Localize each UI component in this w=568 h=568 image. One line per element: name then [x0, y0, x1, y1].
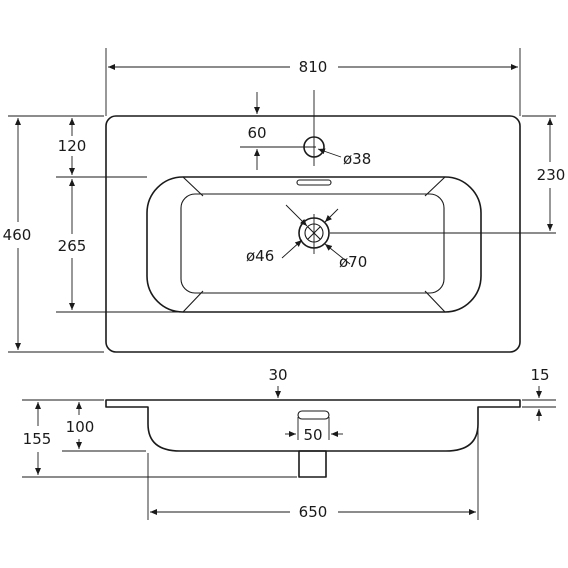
- bowl-corner-line: [182, 176, 204, 197]
- bowl-corner-line: [424, 290, 446, 313]
- dim-label-bowl-depth: 265: [58, 237, 87, 255]
- top-view: 810 460 120 265 60 ø38 230 ø46: [3, 48, 566, 353]
- overflow-slot: [296, 179, 332, 186]
- leader-drain-inner: [285, 204, 308, 227]
- bowl-inner-outline: [180, 193, 445, 294]
- side-view: 30 15 155 100 50 650: [22, 366, 556, 521]
- leader-mixer-hole: [317, 148, 342, 158]
- dim-label-drain-inner: ø46: [246, 247, 274, 265]
- dim-label-overflow-width: 50: [303, 426, 322, 444]
- dim-label-drain-axis: 230: [537, 166, 566, 184]
- dim-label-drain-outer: ø70: [339, 253, 367, 271]
- dim-label-mixer-offset: 60: [247, 124, 266, 142]
- dim-label-overall-width: 810: [299, 58, 328, 76]
- dim-label-bowl-width: 650: [299, 503, 328, 521]
- dim-label-overall-depth: 460: [3, 226, 32, 244]
- basin-outline: [105, 115, 521, 353]
- bowl-corner-line: [182, 290, 204, 313]
- bowl-outer-outline: [146, 176, 482, 313]
- dim-label-rim-thickness: 15: [530, 366, 549, 384]
- leader-drain-outer: [324, 208, 339, 223]
- dim-label-bowl-height: 100: [66, 418, 95, 436]
- dim-label-rim-offset: 30: [268, 366, 287, 384]
- overflow-nozzle: [297, 410, 330, 420]
- dim-label-mixer-axis: 120: [58, 137, 87, 155]
- leader-drain-outer: [324, 243, 351, 265]
- dim-label-mixer-hole: ø38: [343, 150, 371, 168]
- dim-label-total-height: 155: [23, 430, 52, 448]
- bowl-corner-line: [424, 176, 446, 197]
- leader-drain-inner: [281, 239, 303, 259]
- drain-outlet: [298, 450, 327, 478]
